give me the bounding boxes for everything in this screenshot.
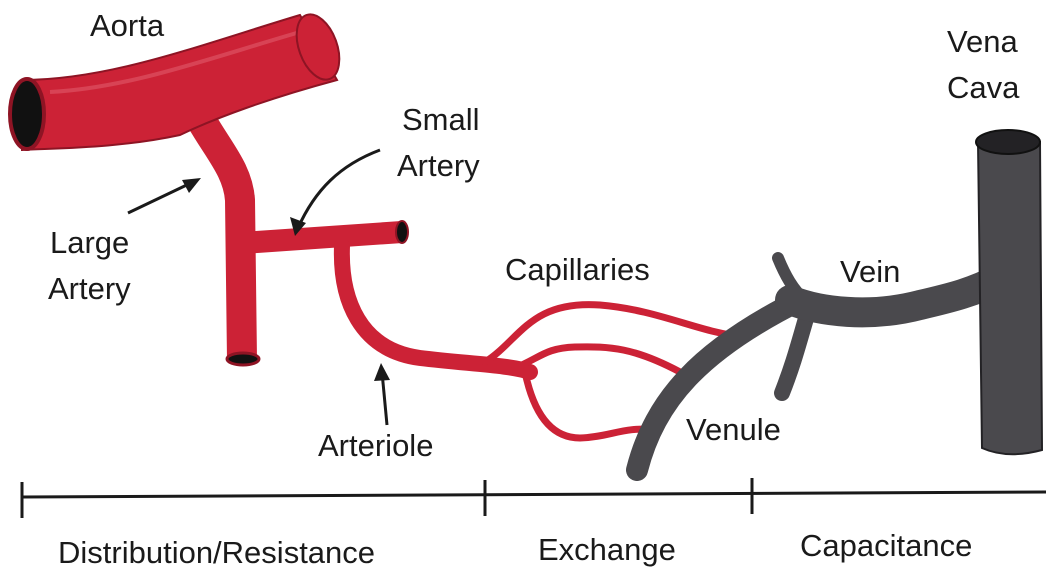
small-artery [242, 232, 402, 243]
label-large-artery-2: Artery [48, 271, 131, 306]
section-capacitance: Capacitance [800, 528, 972, 563]
vena-cava-opening [976, 130, 1040, 154]
label-aorta: Aorta [90, 8, 165, 43]
label-vein: Vein [840, 254, 900, 289]
large-artery-arrow [128, 182, 193, 213]
label-arteriole: Arteriole [318, 428, 433, 463]
aorta-opening [10, 79, 44, 149]
label-large-artery-1: Large [50, 225, 129, 260]
label-vena-cava-2: Cava [947, 70, 1020, 105]
vena-cava [978, 142, 1042, 454]
function-scale: Distribution/Resistance Exchange Capacit… [22, 478, 1046, 570]
label-small-artery-2: Artery [397, 148, 480, 183]
arteriole-arrowhead [374, 363, 390, 381]
large-artery [200, 118, 242, 360]
large-artery-opening [227, 353, 259, 365]
small-artery-opening [396, 221, 408, 243]
capillary-middle [515, 347, 680, 372]
scale-baseline [22, 492, 1046, 497]
section-distribution: Distribution/Resistance [58, 535, 375, 570]
small-artery-arrow [298, 150, 380, 228]
label-capillaries: Capillaries [505, 252, 650, 287]
section-exchange: Exchange [538, 532, 676, 567]
label-venule: Venule [686, 412, 781, 447]
label-vena-cava-1: Vena [947, 24, 1018, 59]
label-small-artery-1: Small [402, 102, 480, 137]
capillary-lower [525, 372, 655, 438]
